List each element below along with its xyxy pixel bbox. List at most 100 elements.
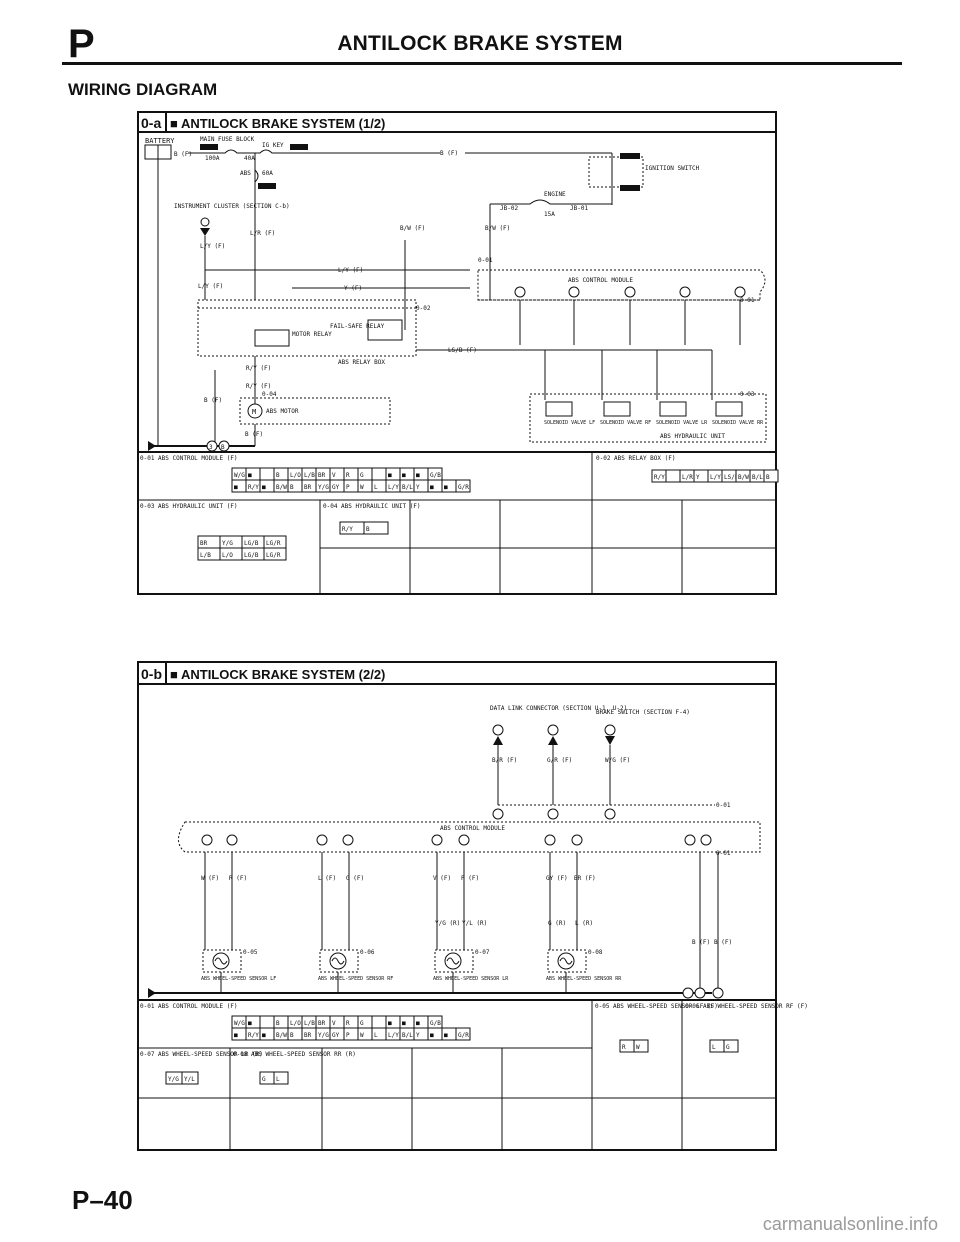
abs-relay-box-label: ABS RELAY BOX [338, 359, 385, 366]
b-cm-row2-cell-label: W [360, 1032, 364, 1039]
table-b-rf-title: 0-06 ABS WHEEL-SPEED SENSOR RF (F) [685, 1003, 808, 1010]
abs-cm-row2-cell-label: P [346, 484, 350, 491]
hydraulic-unit-cell-label: LG/B [244, 540, 259, 547]
b-cm-row1-cell-label: G [360, 1020, 364, 1027]
sensor-connector-label: 0-07 [475, 949, 490, 956]
table-hu-title: 0-03 ABS HYDRAULIC UNIT (F) [140, 503, 238, 510]
abs-cm-row1-cell-label: ■ [416, 472, 420, 479]
sensor-wire-label: BR (F) [574, 875, 596, 882]
hydraulic-unit-cell-label: Y/G [222, 540, 233, 547]
b-cm-row2-cell-label: B [290, 1032, 294, 1039]
sensor-lr-cell-label: Y/L [184, 1076, 195, 1083]
table-hu2-title: 0-04 ABS HYDRAULIC UNIT (F) [323, 503, 421, 510]
diagram-b-tag: 0-b [141, 666, 162, 682]
sensor-rr-cell-label: L [276, 1076, 280, 1083]
diagram-b-title: ■ ANTILOCK BRAKE SYSTEM (2/2) [170, 667, 385, 682]
wire-b-f-4: B (F) [245, 431, 263, 438]
sensor-connector-label: 0-06 [360, 949, 375, 956]
abs-cm-row2-cell-label: GY [332, 484, 340, 491]
b-cm-row2-cell-label: ■ [444, 1032, 448, 1039]
sensor-wire-label: G (F) [346, 875, 364, 882]
control-module-pins [201, 834, 712, 846]
diagram-a: 0-a ■ ANTILOCK BRAKE SYSTEM (1/2) BATTER… [137, 111, 779, 595]
wire-b-f-6: B (F) [714, 939, 732, 946]
b-cm-row2-cell-label: G/R [458, 1032, 469, 1039]
sensor-wire-label: R (F) [229, 875, 247, 882]
b-cm-row1-cell-label: B [276, 1020, 280, 1027]
ignition-switch-box [588, 156, 644, 188]
fuse-ig-key-label: IG KEY [262, 142, 284, 149]
page-number: P–40 [72, 1185, 133, 1215]
abs-cm-row2-cell-label: ■ [234, 484, 238, 491]
abs-cm-row2-cell-label: B/L [402, 484, 413, 491]
sensor-wire-label-rear: Y/G (R) [435, 920, 460, 927]
abs-cm-row2-cell-label: ■ [430, 484, 434, 491]
hydraulic-unit-cell-label: LG/B [244, 552, 259, 559]
relay-box-cell-label: LS/B [724, 474, 739, 481]
abs-cm-row1-cell-label: R [346, 472, 350, 479]
cm-pin [571, 834, 583, 846]
diagram-b: 0-b ■ ANTILOCK BRAKE SYSTEM (2/2) DATA L… [137, 661, 808, 1151]
svg-text:M: M [252, 408, 256, 416]
diagram-a-title: ■ ANTILOCK BRAKE SYSTEM (1/2) [170, 116, 385, 131]
sensor-wire-label-rear: L (R) [575, 920, 593, 927]
cm-pin [201, 834, 213, 846]
abs-cm-row1-cell [259, 467, 275, 481]
b-cm-row1-cell-label: L/B [304, 1020, 315, 1027]
cm-pin [458, 834, 470, 846]
b-cm-row2-cell-label: L/Y [388, 1032, 399, 1039]
motor-relay-label: MOTOR RELAY [292, 331, 332, 338]
sensor-rr-cell-label: G [262, 1076, 266, 1083]
wire-lr-f: L/R (F) [250, 230, 275, 237]
abs-cm-row2-cell-label: G/R [458, 484, 469, 491]
wire-ly-f: L/Y (F) [200, 243, 225, 250]
wire-b-f-1: B (F) [174, 151, 192, 158]
b-cm-row2-cell [455, 1027, 471, 1041]
ground-mark-b: B [221, 444, 225, 451]
sensor-rf-cell-label: G [726, 1044, 730, 1051]
fail-safe-relay-label: FAIL-SAFE RELAY [330, 323, 385, 330]
wire-ry-f-1: R/Y (F) [246, 365, 271, 372]
hydraulic-unit-cell-label: LG/R [266, 552, 281, 559]
abs-cm-row1-cell-label: L/O [290, 472, 301, 479]
abs-motor-label: ABS MOTOR [266, 408, 299, 415]
wire-bw-f-1: B/W (F) [400, 225, 425, 232]
b-cm-row2-cell-label: L [374, 1032, 378, 1039]
sensor-lf-cell-label: W [636, 1044, 640, 1051]
section-letter: P [68, 22, 95, 66]
abs-control-module-label: ABS CONTROL MODULE [568, 277, 633, 284]
b-cm-row1-cell-label: W/G [234, 1020, 245, 1027]
sensor-wire-label-rear: G (R) [548, 920, 566, 927]
b-cm-row2-cell-label: ■ [430, 1032, 434, 1039]
svg-text:0-01: 0-01 [716, 802, 731, 809]
abs-cm-row1-cell-label: ■ [388, 472, 392, 479]
connector-0-03: 0-03 [740, 391, 755, 398]
sensor-wire-label: V (F) [433, 875, 451, 882]
solenoid-rr-label: SOLENOID VALVE RR [712, 420, 764, 426]
b-cm-row1-cell-label: V [332, 1020, 336, 1027]
b-cm-row1-cell-label: ■ [416, 1020, 420, 1027]
b-cm-row1-cell-label: BR [318, 1020, 326, 1027]
b-cm-row2-cell-label: ■ [262, 1032, 266, 1039]
relay-box-cell-label: L/R [682, 474, 693, 481]
relay-box-cell-label: R/Y [654, 474, 665, 481]
table-b-lr-title: 0-07 ABS WHEEL-SPEED SENSOR LR (R) [140, 1051, 263, 1058]
fuse-ig-amp: 40A [244, 155, 255, 162]
wire-b-f-3: B (F) [204, 397, 222, 404]
cm-pin [544, 834, 556, 846]
engine-fuse-amp: 15A [544, 211, 555, 218]
b-cm-row1-cell-label: R [346, 1020, 350, 1027]
table-abs-cm-title: 0-01 ABS CONTROL MODULE (F) [140, 455, 238, 462]
b-cm-row2-cell-label: Y [416, 1032, 420, 1039]
b-cm-row1-cell-label: ■ [248, 1020, 252, 1027]
wheel-speed-sensor-label: ABS WHEEL-SPEED SENSOR RR [546, 976, 622, 982]
b-cm-row2-cell-label: BR [304, 1032, 312, 1039]
table-b-cm-title: 0-01 ABS CONTROL MODULE (F) [140, 1003, 238, 1010]
jb-02-label: JB-02 [500, 205, 518, 212]
